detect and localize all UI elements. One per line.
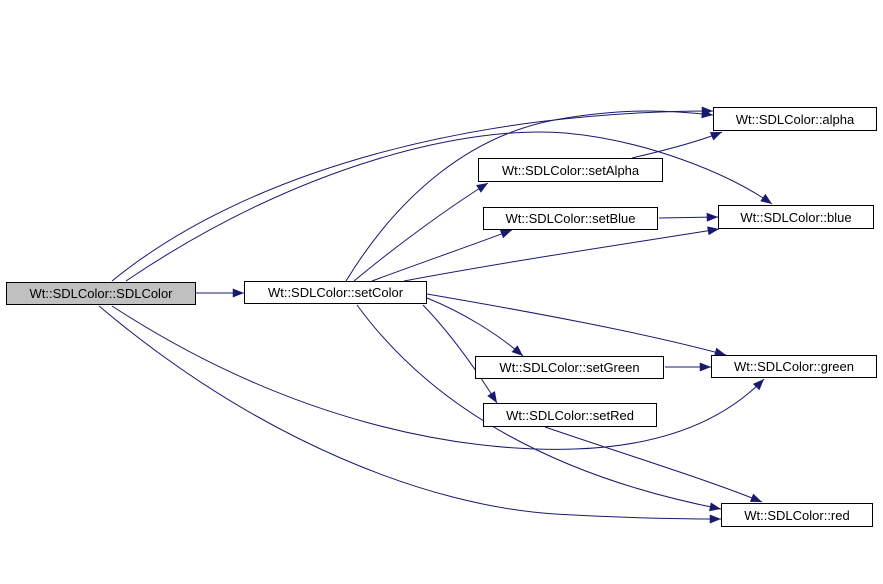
- edge-setBlue-to-blue: [658, 212, 719, 222]
- edge-setColor-to-setGreen: [426, 297, 524, 357]
- edge-setColor-to-alpha: [345, 109, 714, 282]
- edge-ctor-to-green: [111, 305, 765, 450]
- node-green[interactable]: Wt::SDLColor::green: [711, 355, 877, 378]
- edge-setRed-to-red: [544, 426, 763, 503]
- edge-setColor-to-setAlpha: [353, 182, 489, 282]
- node-setColor[interactable]: Wt::SDLColor::setColor: [244, 281, 427, 304]
- node-blue[interactable]: Wt::SDLColor::blue: [718, 205, 874, 229]
- edge-setColor-to-blue: [403, 226, 720, 282]
- edge-ctor-to-red: [98, 305, 722, 524]
- node-setRed[interactable]: Wt::SDLColor::setRed: [483, 403, 657, 427]
- node-alpha[interactable]: Wt::SDLColor::alpha: [713, 107, 877, 131]
- edge-ctor-to-alpha: [111, 106, 714, 282]
- edges-group: [98, 106, 773, 524]
- edge-setColor-to-red: [356, 304, 722, 512]
- node-red[interactable]: Wt::SDLColor::red: [721, 503, 873, 527]
- edge-setColor-to-setBlue: [371, 229, 513, 282]
- node-setGreen[interactable]: Wt::SDLColor::setGreen: [475, 356, 664, 379]
- node-setAlpha[interactable]: Wt::SDLColor::setAlpha: [478, 158, 663, 182]
- edge-ctor-to-blue: [125, 131, 773, 282]
- node-setBlue[interactable]: Wt::SDLColor::setBlue: [483, 207, 658, 230]
- edge-setColor-to-green: [426, 293, 727, 357]
- node-ctor: Wt::SDLColor::SDLColor: [6, 282, 196, 305]
- edge-setColor-to-setRed: [422, 304, 498, 404]
- edge-setAlpha-to-alpha: [631, 131, 723, 159]
